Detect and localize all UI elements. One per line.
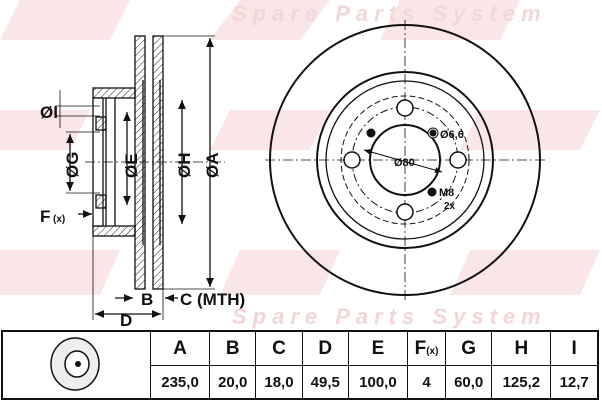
label-C: C (MTH) xyxy=(180,290,245,309)
front-view xyxy=(265,20,545,300)
value-C: 18,0 xyxy=(255,365,303,400)
value-D: 49,5 xyxy=(301,365,349,400)
header-E: E xyxy=(347,330,408,366)
header-F-key: F xyxy=(414,337,427,359)
value-I: 12,7 xyxy=(550,365,599,400)
value-H: 125,2 xyxy=(491,365,552,400)
value-B: 20,0 xyxy=(209,365,257,400)
table-header-row: A B C D E F(x) G H I xyxy=(1,330,599,400)
header-G: G xyxy=(445,330,493,366)
label-F-sub: (x) xyxy=(53,214,65,225)
table-values-row: 235,0 20,0 18,0 49,5 100,0 4 60,0 125,2 … xyxy=(2,365,599,400)
header-D: D xyxy=(301,330,349,366)
label-H: ØH xyxy=(175,153,194,179)
label-G: ØG xyxy=(63,152,82,178)
brake-disc-icon xyxy=(49,337,100,391)
dimensions-table: A B C D E F(x) G H I 235,0 20,0 18,0 49,… xyxy=(1,330,599,400)
label-B: B xyxy=(141,290,153,309)
label-center: Ø80 xyxy=(394,157,415,169)
label-hole: Ø6,6 xyxy=(440,129,464,141)
header-C: C xyxy=(255,330,303,366)
label-D: D xyxy=(120,311,132,330)
label-thread-count: 2x xyxy=(444,201,456,212)
header-F-sub: (x) xyxy=(426,345,439,357)
bolt-holes xyxy=(343,99,467,221)
side-view xyxy=(55,35,225,320)
small-holes xyxy=(366,127,439,197)
value-F: 4 xyxy=(406,365,447,400)
header-F: F(x) xyxy=(406,330,447,366)
value-E: 100,0 xyxy=(347,365,408,400)
value-A: 235,0 xyxy=(149,365,211,400)
watermark-text-bottom: Spare Parts System xyxy=(232,304,547,329)
front-view-labels: Ø6,6 Ø80 M8 2x xyxy=(394,129,464,212)
watermark: Spare Parts System Spare Parts System xyxy=(0,0,600,329)
label-thread: M8 xyxy=(439,187,454,199)
header-A: A xyxy=(149,330,211,366)
label-A: ØA xyxy=(203,153,222,179)
label-E: ØE xyxy=(122,153,141,178)
side-view-labels: ØI ØG ØE ØH ØA F (x) B C (MTH) D xyxy=(40,103,245,330)
header-I: I xyxy=(550,330,599,366)
header-H: H xyxy=(491,330,552,366)
header-B: B xyxy=(209,330,257,366)
label-I: ØI xyxy=(40,103,58,122)
value-G: 60,0 xyxy=(445,365,493,400)
disc-thumbnail xyxy=(1,330,151,400)
watermark-text-top: Spare Parts System xyxy=(232,1,547,26)
label-F: F xyxy=(40,207,50,226)
